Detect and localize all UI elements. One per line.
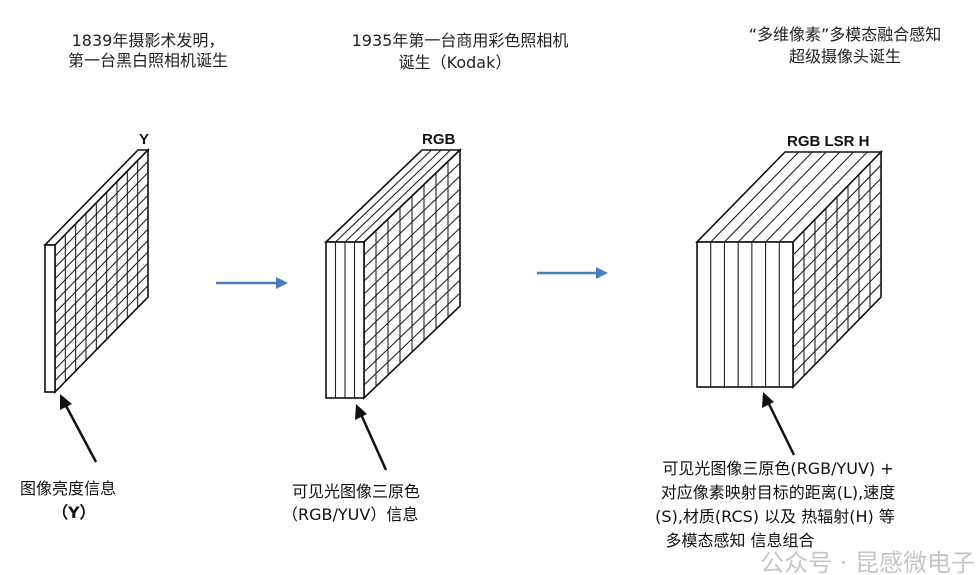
multimodal-sensor-drawing [695, 150, 883, 389]
stage-2-description: 可见光图像三原色 （RGB/YUV）信息 [282, 482, 420, 524]
grid-line [54, 240, 149, 336]
grid-line [792, 257, 882, 348]
caption-line: 超级摄像头诞生 [789, 47, 901, 66]
grid-line [363, 227, 461, 321]
grid-line [792, 164, 882, 256]
description-line: （RGB/YUV）信息 [282, 505, 418, 524]
grid-line [792, 230, 882, 322]
stage-2-channel-label: RGB [422, 131, 456, 148]
grid-line [792, 270, 882, 362]
layer-line [354, 149, 451, 243]
grid-line [363, 214, 461, 308]
grid-line [792, 177, 882, 269]
grid-line [792, 283, 882, 375]
caption-line: “多维像素”多模态融合感知 [749, 25, 942, 44]
grid-line [54, 172, 149, 269]
layer-line [724, 151, 813, 243]
rgb-sensor-drawing [324, 148, 462, 400]
stage-3-caption: “多维像素”多模态融合感知 超级摄像头诞生 [749, 25, 942, 66]
description-line: 对应像素映射目标的距离(L),速度 [661, 483, 896, 502]
stage-2-caption: 1935年第一台商用彩色照相机 诞生（Kodak） [352, 31, 569, 72]
pointer-arrow-2 [355, 404, 388, 471]
progress-arrow-1 [216, 277, 288, 289]
grid-line [54, 206, 149, 302]
caption-line: 1839年摄影术发明， [72, 31, 225, 50]
description-line: 图像亮度信息 [20, 479, 116, 498]
grid-line [363, 279, 461, 373]
stage-1-caption: 1839年摄影术发明， 第一台黑白照相机诞生 [68, 31, 228, 70]
stage-1-channel-label: Y [139, 131, 149, 148]
grid-line [792, 243, 882, 335]
grid-line [363, 201, 461, 295]
front-face [44, 244, 56, 393]
grid-line [363, 253, 461, 347]
grid-line [54, 160, 149, 257]
grid-line [54, 194, 149, 291]
pointer-arrow-1 [60, 394, 98, 463]
grid-line [363, 162, 461, 256]
caption-line: 第一台黑白照相机诞生 [68, 51, 228, 70]
layer-line [344, 149, 442, 243]
front-face [696, 241, 794, 388]
grid-line [363, 188, 461, 282]
grid-line [363, 240, 461, 334]
description-line: (S),材质(RCS) 以及 热辐射(H) 等 [655, 507, 895, 526]
layer-line [335, 149, 432, 243]
layer-line [710, 151, 800, 243]
caption-line: 1935年第一台商用彩色照相机 [352, 31, 569, 50]
progress-arrow-2 [537, 267, 608, 279]
layer-line [751, 151, 841, 243]
grid-line [54, 251, 149, 348]
grid-line [792, 204, 882, 296]
watermark: 公众号 · 昆感微电子 [760, 549, 975, 575]
stage-3-channel-label: RGB LSR H [787, 133, 870, 150]
grid-line [363, 266, 461, 360]
grid-line [792, 217, 882, 309]
grayscale-sensor-drawing [43, 148, 150, 394]
grid-line [54, 262, 149, 359]
layer-line [765, 151, 854, 243]
grid-line [54, 228, 149, 325]
grid-line [54, 285, 149, 382]
stage-1-description: 图像亮度信息 （Y） [20, 479, 116, 522]
grid-line [792, 191, 882, 282]
grid-line [54, 183, 149, 280]
stage-3-description: 可见光图像三原色(RGB/YUV) + 对应像素映射目标的距离(L),速度 (S… [655, 459, 895, 550]
grid-line [363, 175, 461, 269]
description-line: 可见光图像三原色 [292, 482, 420, 501]
grid-line [363, 292, 461, 386]
description-line: 可见光图像三原色(RGB/YUV) + [662, 459, 893, 478]
grid-line [54, 217, 149, 314]
description-line: （Y） [52, 503, 96, 522]
grid-line [54, 273, 149, 370]
pointer-arrow-3 [762, 392, 796, 456]
layer-line [778, 151, 868, 243]
layer-line [737, 151, 827, 243]
caption-line: 诞生（Kodak） [399, 53, 512, 72]
description-line: 多模态感知 信息组合 [665, 531, 814, 550]
